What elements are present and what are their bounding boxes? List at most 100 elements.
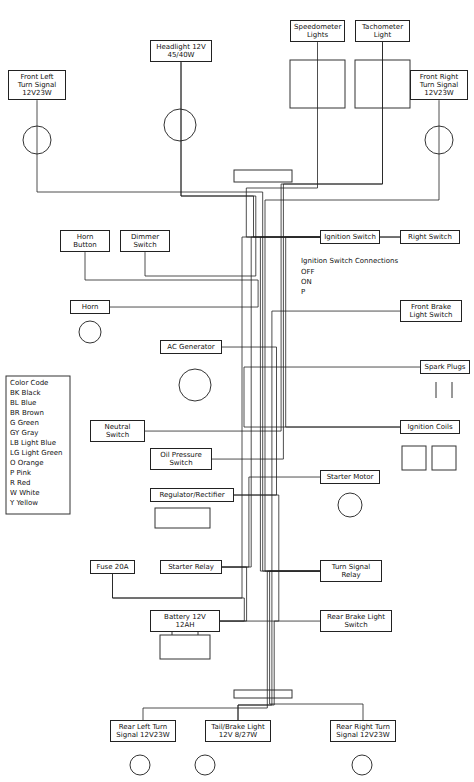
wire (222, 237, 400, 567)
component-label: Oil Pressure Switch (154, 451, 208, 467)
component-label: Front Left Turn Signal 12V23W (12, 73, 62, 97)
wire (37, 100, 320, 571)
component-label: Right Switch (404, 233, 456, 241)
table-cell: P Pink (9, 470, 32, 478)
table-cell: LG Light Green (9, 450, 63, 458)
wire (143, 571, 320, 720)
wire (238, 621, 320, 720)
lamp-symbol (352, 755, 372, 775)
component-label: Turn Signal Relay (324, 563, 378, 579)
component-label: Rear Right Turn Signal 12V23W (334, 723, 392, 739)
component-box: Horn Button (60, 230, 110, 252)
wire (270, 571, 363, 720)
component-box: Neutral Switch (90, 420, 145, 442)
wire (260, 237, 320, 571)
component-label: Ignition Switch (324, 233, 376, 241)
component-box: Regulator/Rectifier (150, 488, 234, 502)
table-cell: P (300, 289, 306, 297)
wire (244, 367, 420, 427)
component-box: AC Generator (160, 340, 222, 354)
table-cell: GY Gray (9, 430, 39, 438)
component-box: Rear Right Turn Signal 12V23W (330, 720, 396, 742)
component-label: AC Generator (164, 343, 218, 351)
component-box: Right Switch (400, 230, 460, 244)
component-label: Horn Button (64, 233, 106, 249)
component-label: Headlight 12V 45/40W (154, 43, 208, 59)
component-label: Starter Relay (164, 563, 218, 571)
table-cell: Ignition Switch Connections (300, 258, 399, 266)
component-label: Neutral Switch (94, 423, 141, 439)
table-cell: Y Yellow (9, 500, 39, 508)
component-label: Tail/Brake Light 12V 8/27W (209, 723, 267, 739)
component-label: Front Brake Light Switch (404, 303, 458, 319)
component-box: Tachometer Light (355, 20, 410, 42)
wire (222, 347, 277, 495)
component-label: Rear Brake Light Switch (324, 613, 388, 629)
wire (222, 477, 320, 567)
table-cell: OFF (300, 269, 316, 277)
table-cell: G Green (9, 420, 40, 428)
wire (286, 237, 400, 427)
wire (246, 42, 320, 237)
component-label: Regulator/Rectifier (154, 491, 230, 499)
table-cell: BR Brown (9, 410, 45, 418)
component-box: Starter Relay (160, 560, 222, 574)
component-box: Horn (70, 300, 110, 314)
table-cell: BL Blue (9, 400, 37, 408)
component-box: Front Left Turn Signal 12V23W (8, 70, 66, 100)
component-box: Fuse 20A (90, 560, 135, 574)
lamp-symbol (130, 755, 150, 775)
component-box: Starter Motor (320, 470, 380, 484)
harness-connector (234, 170, 292, 182)
table-cell: LB Light Blue (9, 440, 57, 448)
component-label: Tachometer Light (359, 23, 406, 39)
component-label: Ignition Coils (404, 423, 456, 431)
component-label: Front Right Turn Signal 12V23W (414, 73, 464, 97)
wire (238, 311, 400, 720)
coil-symbol (402, 446, 426, 470)
component-box: Battery 12V 12AH (150, 610, 220, 632)
component-label: Fuse 20A (94, 563, 131, 571)
table-frame (6, 376, 70, 514)
component-box: Dimmer Switch (120, 230, 170, 252)
component-label: Starter Motor (324, 473, 376, 481)
coil-symbol (432, 446, 456, 470)
wire (145, 42, 383, 431)
table-cell: Color Code (9, 380, 49, 388)
harness-connector (234, 690, 292, 698)
wire (113, 237, 321, 598)
horn-symbol (79, 321, 101, 343)
lamp-symbol (195, 755, 215, 775)
lamp-symbol (164, 109, 196, 141)
table-cell: R Red (9, 480, 31, 488)
component-box: Spark Plugs (420, 360, 470, 374)
battery-symbol (160, 635, 210, 659)
component-label: Spark Plugs (424, 363, 466, 371)
wire (220, 495, 279, 621)
wire (85, 252, 258, 307)
table-cell: BK Black (9, 390, 42, 398)
component-label: Rear Left Turn Signal 12V23W (114, 723, 172, 739)
motor-symbol (338, 493, 362, 517)
component-box: Ignition Switch (320, 230, 380, 244)
component-box: Front Brake Light Switch (400, 300, 462, 322)
component-label: Horn (74, 303, 106, 311)
table-cell: O Orange (9, 460, 45, 468)
component-label: Speedometer Lights (294, 23, 341, 39)
table-cell: W White (9, 490, 41, 498)
wire (181, 62, 320, 237)
wire (212, 42, 383, 459)
generator-symbol (179, 369, 211, 401)
component-box: Speedometer Lights (290, 20, 345, 42)
component-box: Turn Signal Relay (320, 560, 382, 582)
component-box: Tail/Brake Light 12V 8/27W (205, 720, 271, 742)
component-label: Dimmer Switch (124, 233, 166, 249)
component-box: Headlight 12V 45/40W (150, 40, 212, 62)
component-box: Ignition Coils (400, 420, 460, 434)
component-box: Front Right Turn Signal 12V23W (410, 70, 468, 100)
table-cell: ON (300, 279, 313, 287)
component-box: Oil Pressure Switch (150, 448, 212, 470)
wire (265, 100, 439, 571)
component-box: Rear Left Turn Signal 12V23W (110, 720, 176, 742)
